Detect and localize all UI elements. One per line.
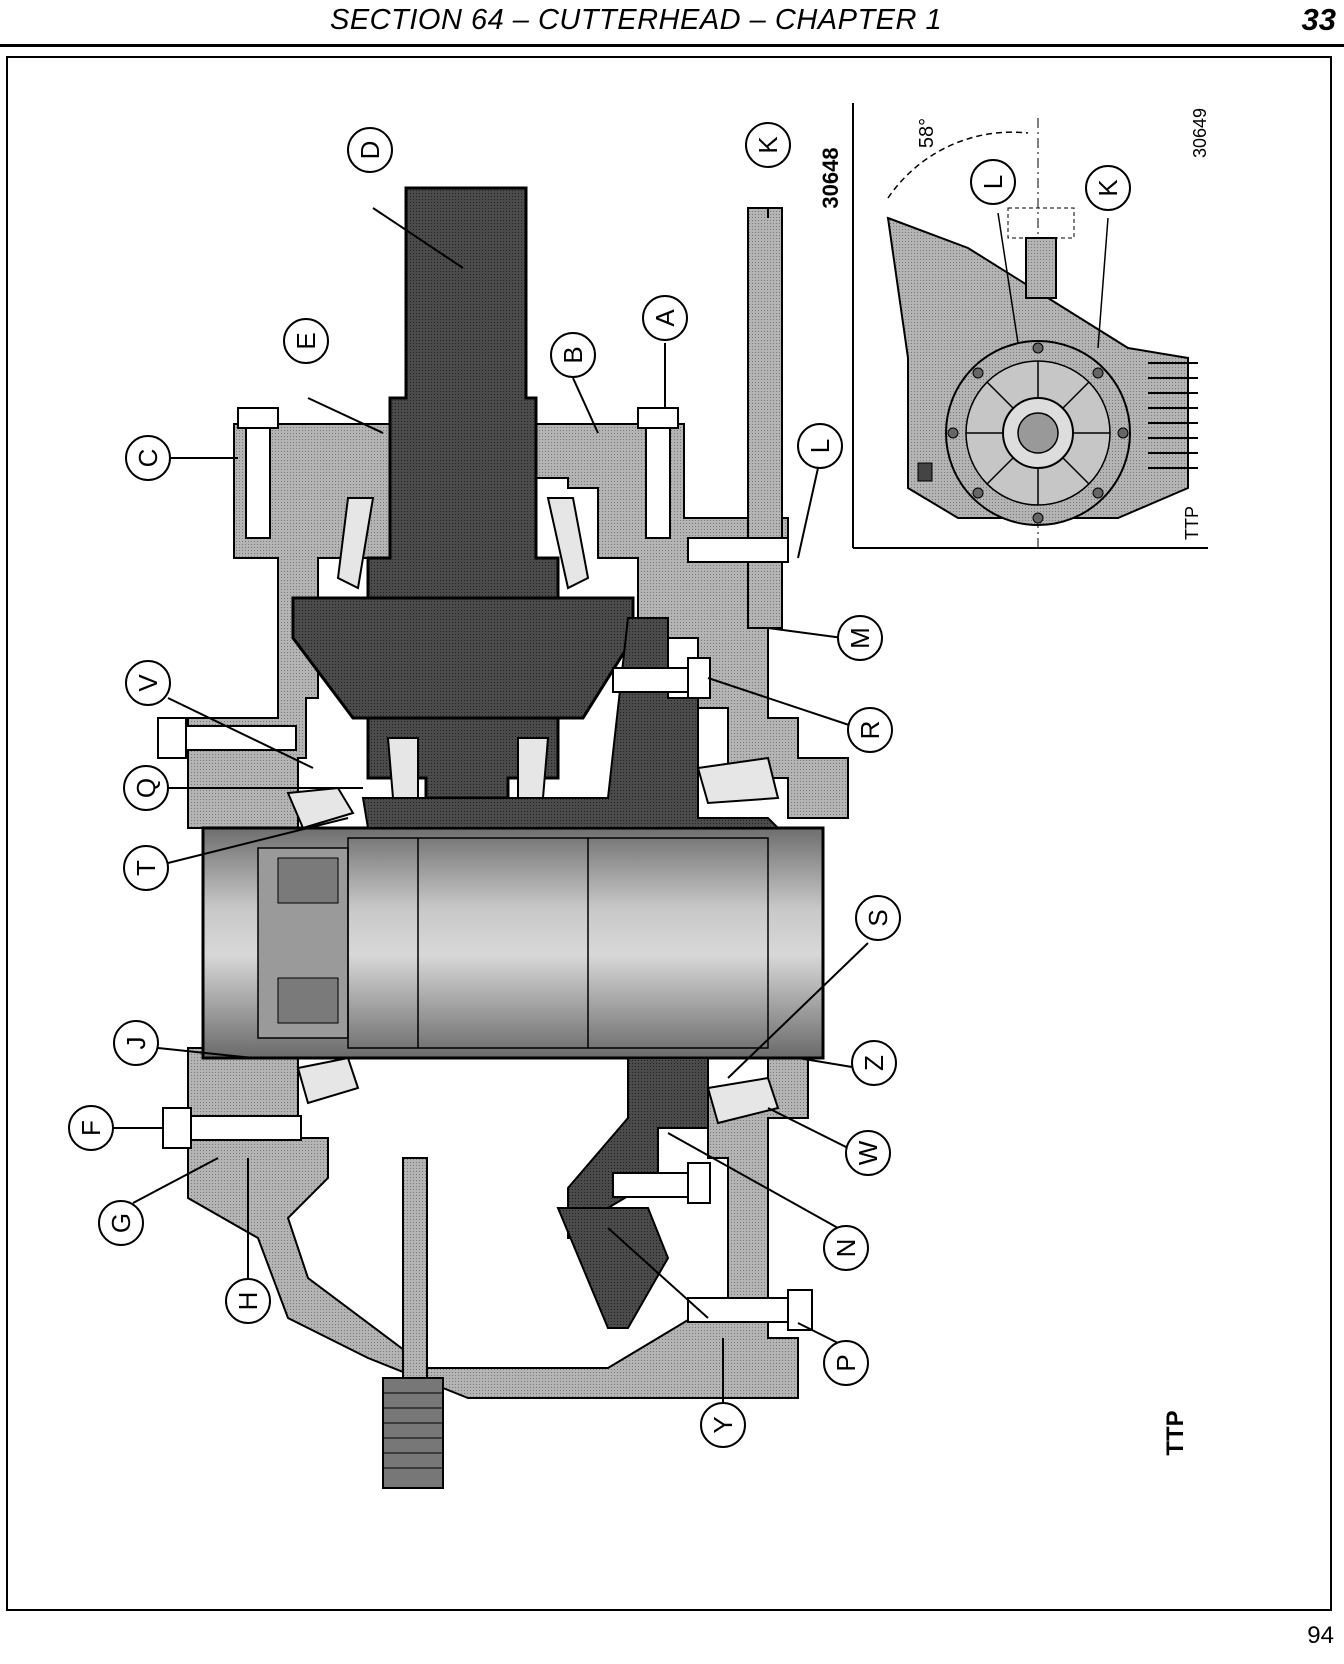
callout-P: P <box>823 1340 869 1386</box>
callout-R: R <box>847 707 893 753</box>
bearings <box>286 497 780 1125</box>
gearbox-cross-section-diagram: A B C D E F G H J K L M N P Q R S T V W … <box>68 103 1210 1489</box>
callout-F: F <box>68 1105 114 1151</box>
svg-text:B: B <box>558 346 588 363</box>
callout-D: D <box>347 127 393 173</box>
callout-E: E <box>283 318 329 364</box>
main-ref-number: 30648 <box>818 147 843 208</box>
figure-number: 94 <box>1307 1622 1334 1649</box>
section-title: SECTION 64 – CUTTERHEAD – CHAPTER 1 <box>330 4 943 36</box>
svg-text:Z: Z <box>859 1055 889 1071</box>
svg-text:K: K <box>1093 179 1123 197</box>
svg-text:P: P <box>831 1354 861 1371</box>
svg-text:L: L <box>805 439 835 453</box>
inset-ref-number: 30649 <box>1190 108 1210 158</box>
inset-angle-label: 58° <box>916 118 938 148</box>
ttp-inset-label: TTP <box>1182 506 1202 540</box>
svg-text:S: S <box>863 909 893 926</box>
page-header: SECTION 64 – CUTTERHEAD – CHAPTER 1 33 <box>0 0 1344 48</box>
callout-G: G <box>98 1200 144 1246</box>
svg-text:D: D <box>355 141 385 160</box>
inset-callout-L: L <box>970 159 1016 205</box>
callout-L: L <box>797 423 843 469</box>
leader-lines <box>113 207 869 1403</box>
svg-text:K: K <box>753 136 783 154</box>
svg-text:Q: Q <box>131 778 161 798</box>
callout-W: W <box>845 1130 891 1176</box>
callout-Q: Q <box>123 765 169 811</box>
svg-text:W: W <box>853 1140 883 1165</box>
svg-text:J: J <box>121 1037 151 1050</box>
callout-S: S <box>855 895 901 941</box>
svg-text:C: C <box>133 449 163 468</box>
svg-text:M: M <box>845 627 875 649</box>
callout-T: T <box>123 845 169 891</box>
bolts <box>157 407 813 1331</box>
callout-H: H <box>225 1278 271 1324</box>
svg-text:F: F <box>76 1120 106 1136</box>
callout-A: A <box>642 295 688 341</box>
callout-C: C <box>125 435 171 481</box>
header-rule <box>0 44 1344 47</box>
callout-V: V <box>125 660 171 706</box>
callout-J: J <box>113 1020 159 1066</box>
svg-text:G: G <box>106 1213 136 1233</box>
inset-callout-K: K <box>1085 165 1131 211</box>
svg-text:H: H <box>233 1292 263 1311</box>
svg-text:L: L <box>978 175 1008 189</box>
callout-M: M <box>837 615 883 661</box>
figure-frame: A B C D E F G H J K L M N P Q R S T V W … <box>6 56 1332 1611</box>
callout-K: K <box>745 122 791 168</box>
svg-text:N: N <box>831 1239 861 1258</box>
callout-Z: Z <box>851 1040 897 1086</box>
callout-Y: Y <box>700 1402 746 1448</box>
inset-view: 58° 30649 <box>852 103 1210 549</box>
svg-text:E: E <box>291 332 321 349</box>
svg-text:R: R <box>855 721 885 740</box>
svg-text:T: T <box>131 860 161 876</box>
callout-B: B <box>550 332 596 378</box>
callout-N: N <box>823 1225 869 1271</box>
main-shaft <box>201 826 825 1060</box>
svg-text:V: V <box>133 674 163 692</box>
svg-text:A: A <box>650 309 680 327</box>
ttp-main-label: TTP <box>1162 1410 1189 1455</box>
svg-text:Y: Y <box>708 1416 738 1433</box>
page-number: 33 <box>1301 2 1336 37</box>
